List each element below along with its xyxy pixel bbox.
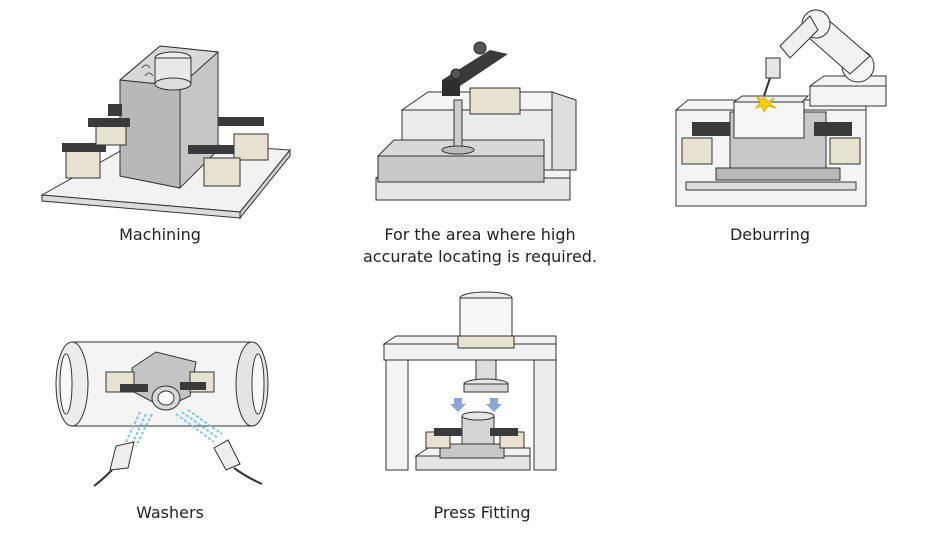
machining-drawing [40,45,291,220]
machining-illustration: Machining [0,0,300,244]
caption-machining: Machining [119,225,201,244]
press-fitting-illustration: Press Fitting [330,280,630,534]
washers-illustration: Washers [0,280,330,534]
caption-press-fitting: Press Fitting [433,503,531,522]
washers-drawing [55,341,269,487]
deburring-illustration: Deburring [630,0,930,250]
caption-deburring: Deburring [729,225,811,244]
locating-illustration: For the area where high accurate locatin… [330,0,630,270]
caption-washers: Washers [136,503,204,522]
press-fitting-drawing [382,291,557,471]
locating-drawing [375,41,577,201]
deburring-drawing [674,9,887,207]
caption-locating: For the area where high accurate locatin… [362,225,598,266]
